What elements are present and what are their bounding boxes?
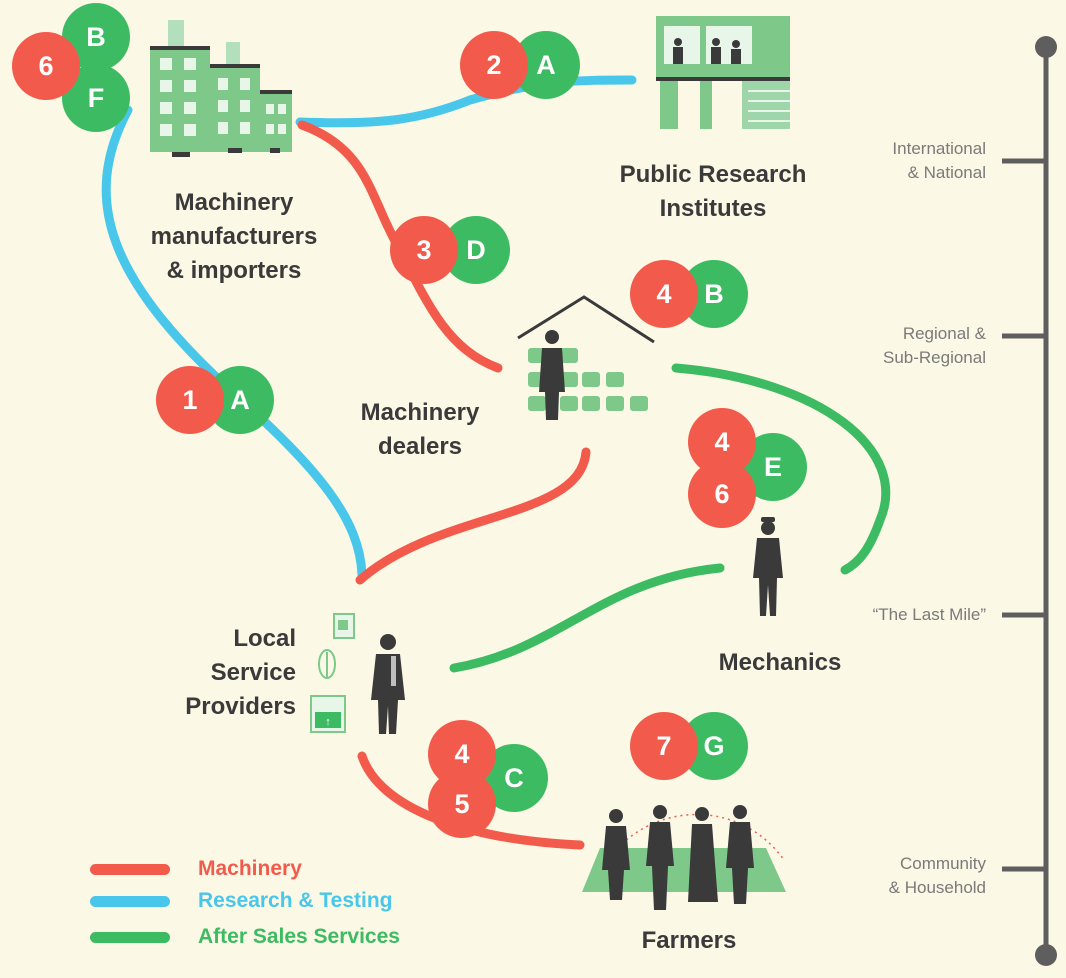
machinery-badge-2 xyxy=(460,31,528,99)
research-line-manufacturers-to-research xyxy=(295,75,637,128)
after-sales-badge-e-text: E xyxy=(764,452,782,482)
machinery-badge-4b-text: 4 xyxy=(714,427,729,457)
after-sales-badge-b xyxy=(62,3,130,71)
level-last-mile: “The Last Mile” xyxy=(872,605,986,624)
machinery-badge-4-text: 4 xyxy=(656,279,671,309)
aftersales-line-lsp-to-mechanics xyxy=(449,563,725,673)
machinery-badge-4 xyxy=(630,260,698,328)
badge-group-4b: B 4 xyxy=(630,260,748,328)
after-sales-badge-a-text: A xyxy=(536,50,556,80)
after-sales-badge-f-text: F xyxy=(88,83,105,113)
machinery-badge-1 xyxy=(156,366,224,434)
badge-group-lsp-farmers: C 4 5 xyxy=(428,720,548,838)
level-scale xyxy=(1002,36,1057,966)
level-community: Community & Household xyxy=(888,854,986,897)
machinery-badge-4c xyxy=(428,720,496,788)
factory-icon xyxy=(150,20,292,157)
level-regional: Regional & Sub-Regional xyxy=(882,324,986,367)
research-line-manufacturers-to-lsp xyxy=(101,105,367,580)
after-sales-badge-d xyxy=(442,216,510,284)
after-sales-badge-g-text: G xyxy=(703,731,724,761)
label-research-institutes: Public Research Institutes xyxy=(619,161,807,222)
machinery-badge-1-text: 1 xyxy=(182,385,197,415)
mechanic-person-icon xyxy=(753,517,783,616)
machinery-badge-3 xyxy=(390,216,458,284)
legend-item-research: Research & Testing xyxy=(90,889,393,913)
after-sales-badge-f xyxy=(62,64,130,132)
after-sales-badge-c-text: C xyxy=(504,763,524,793)
legend-item-machinery: Machinery xyxy=(90,857,302,881)
badge-group-farmers: G 7 xyxy=(630,712,748,780)
after-sales-badge-a2 xyxy=(206,366,274,434)
aftersales-line-dealers-to-mechanics xyxy=(671,363,891,575)
machinery-badge-3-text: 3 xyxy=(416,235,431,265)
machinery-badge-4b xyxy=(688,408,756,476)
label-service-providers: Local Service Providers xyxy=(185,625,296,720)
label-dealers: Machinery dealers xyxy=(360,399,480,460)
machinery-badge-5-text: 5 xyxy=(454,789,469,819)
machinery-badge-6b-text: 6 xyxy=(714,479,729,509)
legend-swatch-after-sales xyxy=(90,931,170,943)
after-sales-badge-c xyxy=(480,744,548,812)
machinery-badge-2-text: 2 xyxy=(486,50,501,80)
legend-label-machinery: Machinery xyxy=(198,857,302,880)
legend-label-after-sales: After Sales Services xyxy=(198,925,400,948)
legend-label-research: Research & Testing xyxy=(198,889,393,912)
after-sales-badge-a xyxy=(512,31,580,99)
service-provider-person-icon xyxy=(371,634,405,734)
document-icon xyxy=(333,613,355,639)
research-building-icon xyxy=(656,16,790,129)
machinery-badge-6-text: 6 xyxy=(38,51,53,81)
machinery-badge-7-text: 7 xyxy=(656,731,671,761)
badge-group-manufacturers: B F 6 xyxy=(12,3,130,132)
dealer-shop-icon xyxy=(517,295,655,420)
badge-group-research: A 2 xyxy=(460,31,580,99)
machinery-badge-6b xyxy=(688,460,756,528)
machinery-line-dealers-to-lsp xyxy=(355,447,591,585)
after-sales-badge-e xyxy=(739,433,807,501)
label-mechanics: Mechanics xyxy=(718,649,842,676)
after-sales-badge-d-text: D xyxy=(466,235,486,265)
scale-bottom-dot xyxy=(1035,944,1057,966)
machinery-badge-6 xyxy=(12,32,80,100)
label-manufacturers: Machinery manufacturers & importers xyxy=(150,189,318,284)
after-sales-badge-b2-text: B xyxy=(704,279,724,309)
svg-text:↑: ↑ xyxy=(325,716,331,728)
machinery-badge-4c-text: 4 xyxy=(454,739,469,769)
legend-swatch-research xyxy=(90,895,170,907)
after-sales-badge-a2-text: A xyxy=(230,385,250,415)
machinery-badge-5 xyxy=(428,770,496,838)
legend-item-after-sales: After Sales Services xyxy=(90,925,400,949)
seed-icon xyxy=(318,649,336,679)
badge-group-1a: A 1 xyxy=(156,366,274,434)
machine-icon: ↑ xyxy=(310,695,346,733)
scale-top-dot xyxy=(1035,36,1057,58)
after-sales-badge-g xyxy=(680,712,748,780)
after-sales-badge-b2 xyxy=(680,260,748,328)
machinery-badge-7 xyxy=(630,712,698,780)
badge-group-mechanics: E 4 6 xyxy=(688,408,807,528)
badge-group-3d: D 3 xyxy=(390,216,510,284)
level-international: International & National xyxy=(892,139,986,182)
after-sales-badge-b-text: B xyxy=(86,22,106,52)
label-farmers: Farmers xyxy=(641,927,737,954)
farmers-group-icon xyxy=(582,805,786,910)
legend-swatch-machinery xyxy=(90,863,170,875)
